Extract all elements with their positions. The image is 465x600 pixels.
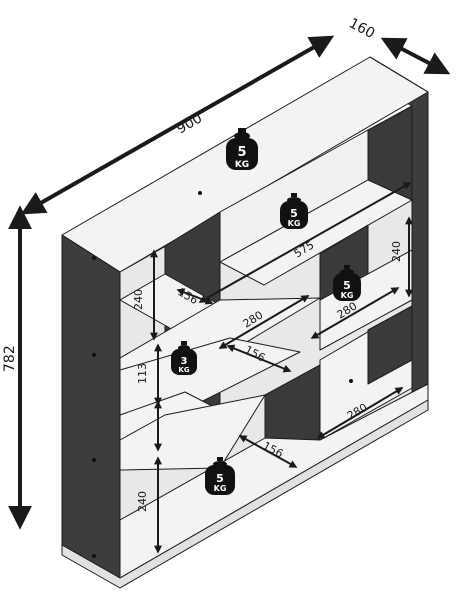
dim-line-diag-span (198, 182, 412, 303)
weight-unit-small-compartment: KG (178, 366, 189, 374)
weight-icon-bottom: 5 KG (205, 457, 235, 495)
weight-unit-right-shelf: KG (341, 291, 354, 300)
dim-line-bottom-width (238, 435, 298, 468)
inner-dimension-lines (150, 182, 413, 554)
dim-top-left-height: 240 (132, 289, 145, 310)
weight-unit-bottom: KG (214, 484, 227, 493)
dim-line-mid-width-c (226, 344, 292, 373)
dim-line-mid-width-a (218, 295, 310, 349)
screw-1 (92, 256, 96, 260)
height-label: 782 (2, 345, 18, 372)
weight-value-upper-shelf: 5 (290, 207, 298, 220)
depth-label: 160 (346, 15, 377, 42)
screw-3 (92, 458, 96, 462)
dim-line-lower-right-width (316, 387, 404, 439)
dim-bottom-height: 240 (136, 491, 149, 512)
weight-icon-upper-shelf: 5 KG (280, 193, 308, 229)
weight-unit-top: KG (235, 160, 249, 170)
weight-value-right-shelf: 5 (343, 279, 351, 292)
weight-icon-small-compartment: 3 KG (171, 341, 197, 375)
width-arrow (20, 35, 335, 215)
screw-4 (92, 554, 96, 558)
dim-line-mid-width-b (310, 287, 400, 339)
dim-small-height: 113 (136, 363, 149, 384)
weight-icon-top: 5 KG (226, 128, 258, 170)
top-right-edge (369, 56, 429, 93)
overall-dimensions (8, 35, 451, 530)
left-side-panel (61, 234, 121, 579)
screw-6 (349, 379, 353, 383)
weight-icon-right-shelf: 5 KG (333, 265, 361, 301)
screw-2 (92, 353, 96, 357)
weight-value-top: 5 (237, 145, 246, 160)
depth-arrow (380, 37, 451, 75)
weight-value-small-compartment: 3 (181, 356, 188, 367)
screw-5 (198, 191, 202, 195)
weight-unit-upper-shelf: KG (288, 219, 301, 228)
weight-value-bottom: 5 (216, 472, 224, 485)
width-label: 900 (174, 110, 205, 137)
dim-right-top-height: 240 (390, 241, 403, 262)
